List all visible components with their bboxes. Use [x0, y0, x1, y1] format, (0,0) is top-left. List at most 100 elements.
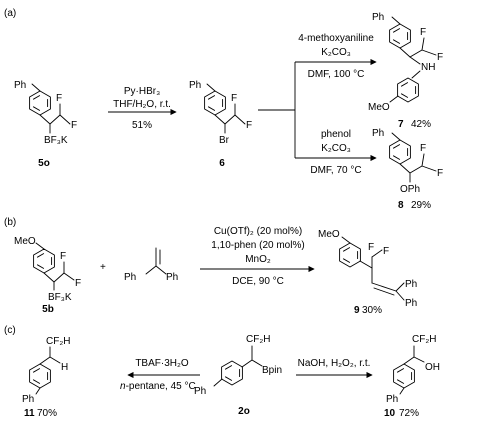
reagent: phenol [321, 129, 351, 140]
benzene-ring [221, 360, 243, 386]
reagent: Py·HBr₃ [124, 86, 160, 97]
fluorine-label: F [437, 52, 443, 63]
panel-a: (a) Ph F F BF₃K 5o Py·HBr₃ THF/H₂O, r.t.… [4, 8, 443, 211]
hydrogen-label: H [61, 362, 68, 373]
compound-8: Ph F F OPh 8 29% [372, 128, 443, 211]
reaction-arrow-2: 4-methoxyaniline K₂CO₃ DMF, 100 °C [295, 33, 377, 80]
compound-6: Ph F F Br 6 [189, 80, 252, 169]
fluorine-label: F [420, 27, 426, 38]
n-prefix: n [120, 381, 126, 392]
solvent-temperature: -pentane, 45 °C [126, 381, 196, 392]
fluorine-label: F [56, 93, 62, 104]
compound-9: MeO F F Ph Ph 9 30% [318, 229, 417, 316]
fluorine-label: F [60, 251, 66, 262]
benzene-ring [204, 90, 226, 116]
phenyl-label: Ph [405, 279, 417, 290]
panel-label: (c) [4, 325, 16, 336]
phenyl-label: Ph [166, 272, 178, 283]
conditions: n-pentane, 45 °C [120, 381, 196, 392]
yield: 72% [399, 408, 419, 419]
diphenylethylene: Ph Ph [124, 247, 178, 283]
ligand: 1,10-phen (20 mol%) [211, 240, 304, 251]
methoxy-label: MeO [368, 102, 390, 113]
benzene-ring [33, 248, 55, 274]
reaction-arrow-1: Py·HBr₃ THF/H₂O, r.t. 51% [108, 86, 177, 131]
methoxy-label: MeO [318, 229, 340, 240]
hydroxyl-label: OH [425, 362, 440, 373]
substituent-label: Br [219, 135, 230, 146]
phenyl-label: Ph [405, 298, 417, 309]
benzene-ring [389, 139, 411, 165]
cf2h-label: CF₂H [412, 334, 436, 345]
fluorine-label: F [420, 143, 426, 154]
compound-id: 11 [24, 408, 35, 419]
compound-id: 6 [219, 158, 225, 169]
fluorine-label: F [383, 246, 389, 257]
yield: 30% [362, 305, 382, 316]
conditions: DMF, 100 °C [308, 69, 365, 80]
panel-label: (a) [4, 8, 16, 19]
conditions: DMF, 70 °C [310, 165, 361, 176]
compound-id: 5b [42, 304, 54, 315]
yield: 70% [37, 408, 57, 419]
compound-5o: Ph F F BF₃K 5o [14, 80, 77, 169]
benzene-ring [397, 77, 419, 103]
fluorine-label: F [71, 120, 77, 131]
compound-id: 7 [398, 119, 404, 130]
fluorine-label: F [368, 242, 374, 253]
phenyl-label: Ph [189, 80, 201, 91]
bpin-label: Bpin [262, 365, 282, 376]
benzene-ring [339, 242, 361, 268]
oxidant: MnO₂ [245, 254, 271, 265]
reagent: K₂CO₃ [321, 47, 351, 58]
reaction-arrow-5: TBAF·3H₂O n-pentane, 45 °C [120, 358, 200, 392]
phenyl-label: Ph [386, 394, 398, 405]
benzene-ring [29, 363, 51, 389]
phenyl-label: Ph [22, 394, 34, 405]
compound-id: 5o [38, 158, 50, 169]
compound-id: 2o [238, 406, 250, 417]
benzene-ring [29, 90, 51, 116]
fluorine-label: F [437, 168, 443, 179]
phenyl-label: Ph [124, 272, 136, 283]
panel-b: (b) MeO F F BF₃K 5b + Ph Ph [4, 217, 417, 316]
reagent: NaOH, H₂O₂, r.t. [298, 358, 371, 369]
reagent: TBAF·3H₂O [135, 358, 189, 369]
phenyl-label: Ph [372, 128, 384, 139]
conditions: DCE, 90 °C [232, 276, 284, 287]
catalyst: Cu(OTf)₂ (20 mol%) [214, 226, 302, 237]
compound-10: CF₂H OH Ph 10 72% [384, 334, 440, 419]
plus-sign: + [100, 262, 106, 273]
phenyl-label: Ph [194, 386, 206, 397]
substituent-label: BF₃K [44, 135, 68, 146]
compound-id: 9 [354, 305, 360, 316]
phenyl-label: Ph [372, 12, 384, 23]
compound-id: 10 [384, 408, 396, 419]
compound-7: Ph F F NH MeO 7 42% [368, 12, 443, 130]
reaction-arrow-4: Cu(OTf)₂ (20 mol%) 1,10-phen (20 mol%) M… [200, 226, 315, 287]
conditions: THF/H₂O, r.t. [113, 99, 171, 110]
panel-label: (b) [4, 217, 16, 228]
methoxy-label: MeO [14, 236, 36, 247]
compound-id: 8 [398, 200, 404, 211]
fluorine-label: F [246, 120, 252, 131]
compound-5b: MeO F F BF₃K 5b [14, 236, 81, 315]
benzene-ring [389, 23, 411, 49]
panel-c: (c) CF₂H H Ph 11 70% TBAF·3H₂O n-pentane… [4, 325, 440, 419]
amine-label: NH [421, 62, 435, 73]
substituent-label: BF₃K [48, 292, 72, 303]
yield: 29% [411, 200, 431, 211]
reaction-arrow-6: NaOH, H₂O₂, r.t. [296, 358, 373, 379]
compound-11: CF₂H H Ph 11 70% [22, 336, 70, 419]
yield: 42% [411, 119, 431, 130]
compound-2o: CF₂H Bpin Ph 2o [194, 334, 282, 417]
fluorine-label: F [75, 278, 81, 289]
phenyl-label: Ph [14, 80, 26, 91]
reagent: 4-methoxyaniline [298, 33, 374, 44]
yield: 51% [132, 120, 152, 131]
reaction-arrow-3: phenol K₂CO₃ DMF, 70 °C [295, 129, 377, 176]
cf2h-label: CF₂H [246, 334, 270, 345]
cf2h-label: CF₂H [46, 336, 70, 347]
benzene-ring [393, 363, 415, 389]
